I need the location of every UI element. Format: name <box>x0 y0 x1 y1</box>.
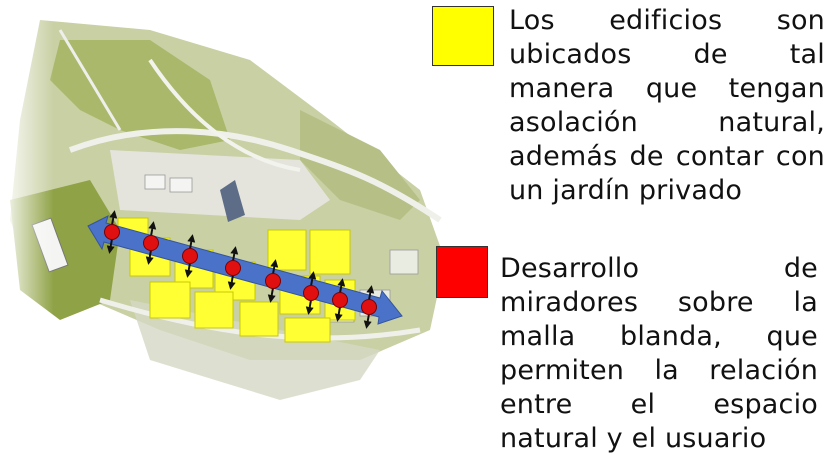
arrow-down-icon <box>106 238 115 254</box>
viewpoint-marker <box>104 210 120 254</box>
legend-text-viewpoints: Desarrollo de miradores sobre la malla b… <box>500 253 818 454</box>
legend-swatch-red <box>436 246 488 298</box>
arrow-down-icon <box>363 313 372 329</box>
legend-text-buildings: Los edificios son ubicados de tal manera… <box>509 5 825 206</box>
viewpoint-dot <box>225 260 241 276</box>
axis-arrow <box>87 215 403 325</box>
arrow-up-icon <box>148 221 157 237</box>
viewpoint-dot <box>104 224 120 240</box>
viewpoint-marker <box>143 221 159 265</box>
arrow-down-icon <box>267 287 276 303</box>
arrow-down-icon <box>184 262 193 278</box>
arrow-down-icon <box>145 249 154 265</box>
viewpoint-marker <box>265 259 281 303</box>
arrow-up-icon <box>308 271 317 287</box>
arrow-down-icon <box>227 274 236 290</box>
viewpoint-dot <box>182 248 198 264</box>
arrow-up-icon <box>366 285 375 301</box>
viewpoint-marker <box>182 234 198 278</box>
viewpoint-marker <box>361 285 377 329</box>
viewpoint-marker <box>225 246 241 290</box>
viewpoint-marker <box>303 271 319 315</box>
viewpoint-dot <box>361 299 377 315</box>
arrow-up-icon <box>337 278 346 294</box>
viewpoint-dot <box>332 292 348 308</box>
legend-swatch-yellow <box>432 6 494 66</box>
viewpoint-dot <box>265 273 281 289</box>
site-plan-map <box>0 0 450 457</box>
arrow-up-icon <box>230 246 239 262</box>
map-fade <box>0 0 450 457</box>
arrow-up-icon <box>187 234 196 250</box>
arrow-up-icon <box>109 210 118 226</box>
arrow-up-icon <box>270 259 279 275</box>
viewpoint-dot <box>303 285 319 301</box>
arrow-down-icon <box>334 306 343 322</box>
viewpoint-dot <box>143 235 159 251</box>
viewpoint-marker <box>332 278 348 322</box>
arrow-down-icon <box>305 299 314 315</box>
viewpoints-group <box>104 210 377 329</box>
